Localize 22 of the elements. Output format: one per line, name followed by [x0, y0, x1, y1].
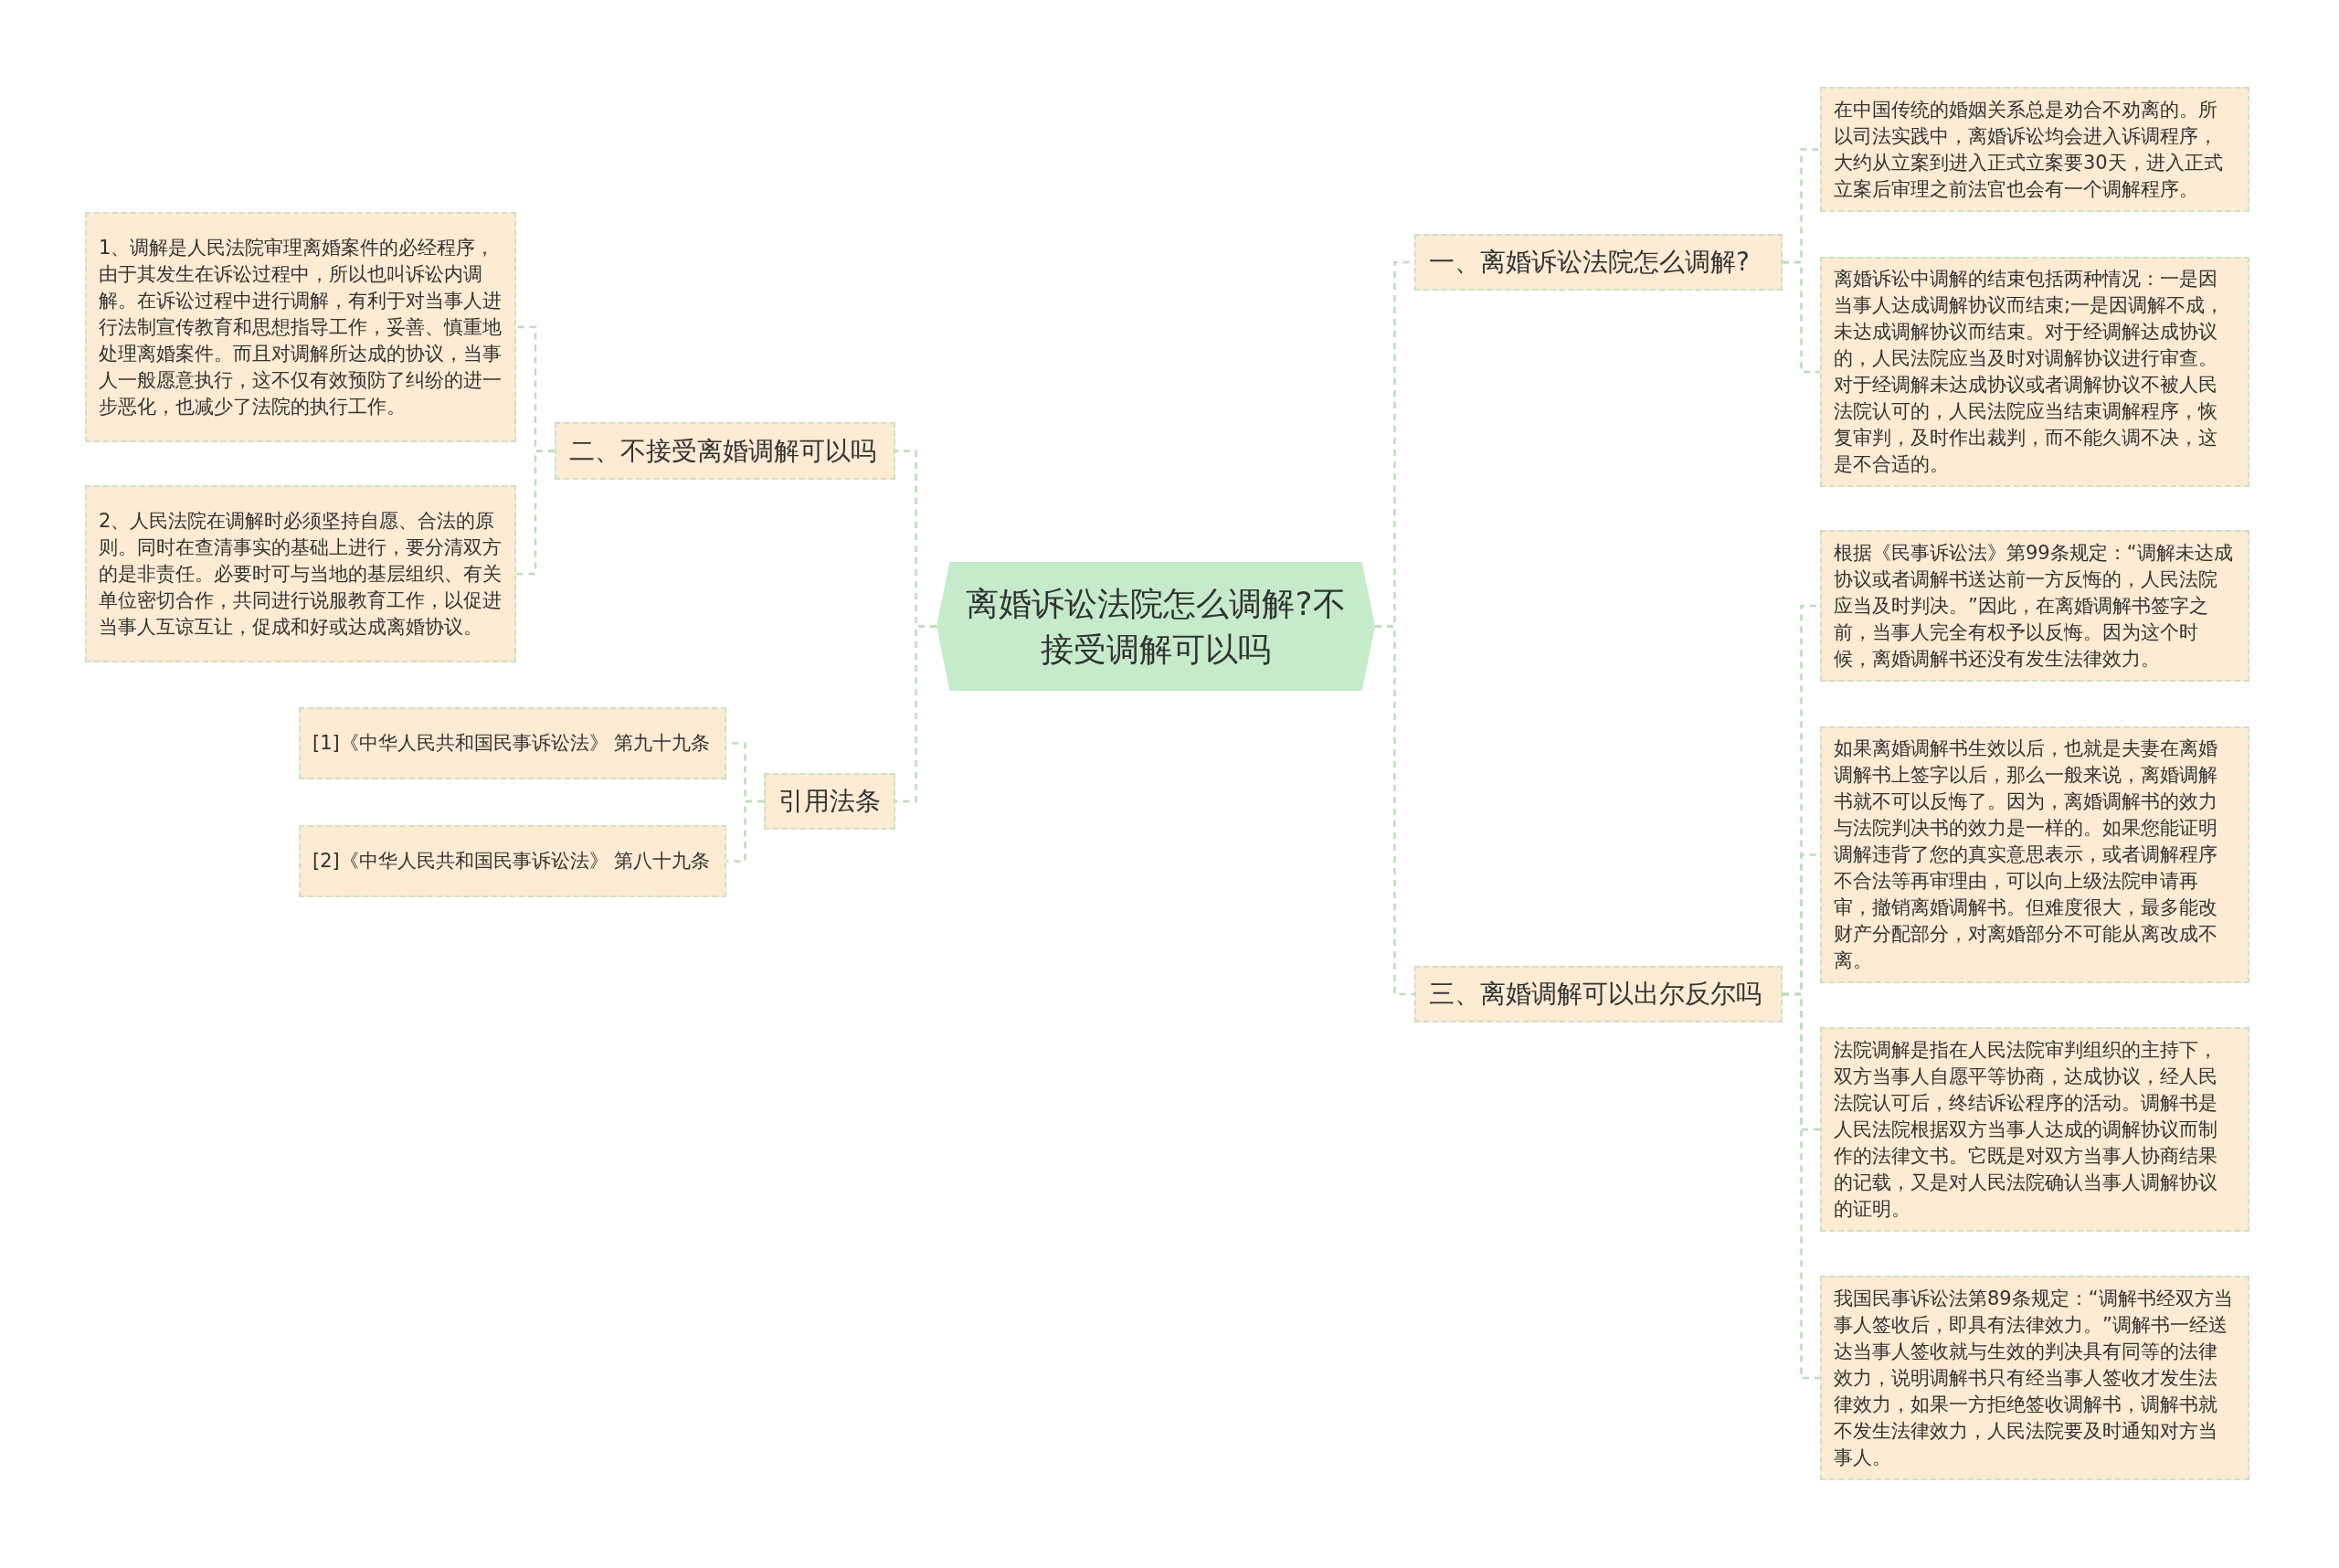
connector-line [1375, 625, 1414, 996]
note-box: 在中国传统的婚姻关系总是劝合不劝离的。所以司法实践中，离婚诉讼均会进入诉调程序，大约从立案到进入正式立案要30天，进入正式立案后审理之前法官也会有一个调解程序。 [1820, 87, 2249, 212]
note-box: 1、调解是人民法院审理离婚案件的必经程序，由于其发生在诉讼过程中，所以也叫诉讼内调解。在诉讼过程中进行调解，有利于对当事人进行法制宣传教育和思想指导工作，妥善、慎重地处理离婚案件。而且对调解所达成的协议，当事人一般愿意执行，这不仅有效预防了纠纷的进一步恶化，也减少了法院的执行工作。 [85, 212, 516, 442]
note-box: 法院调解是指在人民法院审判组织的主持下，双方当事人自愿平等协商，达成协议，经人民法院认可后，终结诉讼程序的活动。调解书是人民法院根据双方当事人达成的调解协议而制作的法律文书。它既是对双方当事人协商结果的记载，又是对人民法院确认当事人调解协议的证明。 [1820, 1027, 2249, 1232]
topic-text: 离婚诉讼法院怎么调解?不接受调解可以吗 [965, 583, 1347, 670]
topic-hexagon [937, 562, 1375, 691]
note-box: 我国民事诉讼法第89条规定：“调解书经双方当事人签收后，即具有法律效力。”调解书一经送达当事人签收就与生效的判决具有同等的法律效力，说明调解书只有经当事人签收才发生法律效力，如果一方拒绝签收调解书，调解书就不发生法律效力，人民法院要及时通知对方当事人。 [1820, 1276, 2249, 1480]
connector-line [516, 450, 555, 576]
note-box: [1]《中华人民共和国民事诉讼法》 第九十九条 [299, 707, 726, 779]
note-box: 根据《民事诉讼法》第99条规定：“调解未达成协议或者调解书送达前一方反悔的，人民法院应当及时判决。”因此，在离婚调解书签字之前，当事人完全有权予以反悔。因为这个时候，离婚调解书还没有发生法律效力。 [1820, 530, 2249, 682]
note-box: 如果离婚调解书生效以后，也就是夫妻在离婚调解书上签字以后，那么一般来说，离婚调解书就不可以反悔了。因为，离婚调解书的效力与法院判决书的效力是一样的。如果您能证明调解违背了您的真实意思表示，或者调解程序不合法等再审理由，可以向上级法院申请再审，撤销离婚调解书。但难度很大，最多能改财产分配部分，对离婚部分不可能从离改成不离。 [1820, 726, 2249, 983]
note-box: 2、人民法院在调解时必须坚持自愿、合法的原则。同时在查清事实的基础上进行，要分清双方的是非责任。必要时可与当地的基层组织、有关单位密切合作，共同进行说服教育工作，以促进当事人互谅互让，促成和好或达成离婚协议。 [85, 485, 516, 662]
note-box: [2]《中华人民共和国民事诉讼法》 第八十九条 [299, 825, 726, 897]
connector-line [726, 800, 764, 863]
branch-box: 二、不接受离婚调解可以吗 [555, 422, 895, 480]
connector-line [1783, 260, 1820, 374]
connector-line [895, 625, 937, 803]
branch-box: 一、离婚诉讼法院怎么调解? [1414, 234, 1783, 291]
branch-box: 引用法条 [764, 773, 895, 830]
connector-line [1783, 992, 1820, 1380]
note-box: 离婚诉讼中调解的结束包括两种情况：一是因当事人达成调解协议而结束;一是因调解不成，未达成调解协议而结束。对于经调解达成协议的，人民法院应当及时对调解协议进行审查。对于经调解未达成协议或者调解协议不被人民法院认可的，人民法院应当结束调解程序，恢复审判，及时作出裁判，而不能久调不决，这是不合适的。 [1820, 257, 2249, 487]
branch-box: 三、离婚调解可以出尔反尔吗 [1414, 966, 1783, 1022]
